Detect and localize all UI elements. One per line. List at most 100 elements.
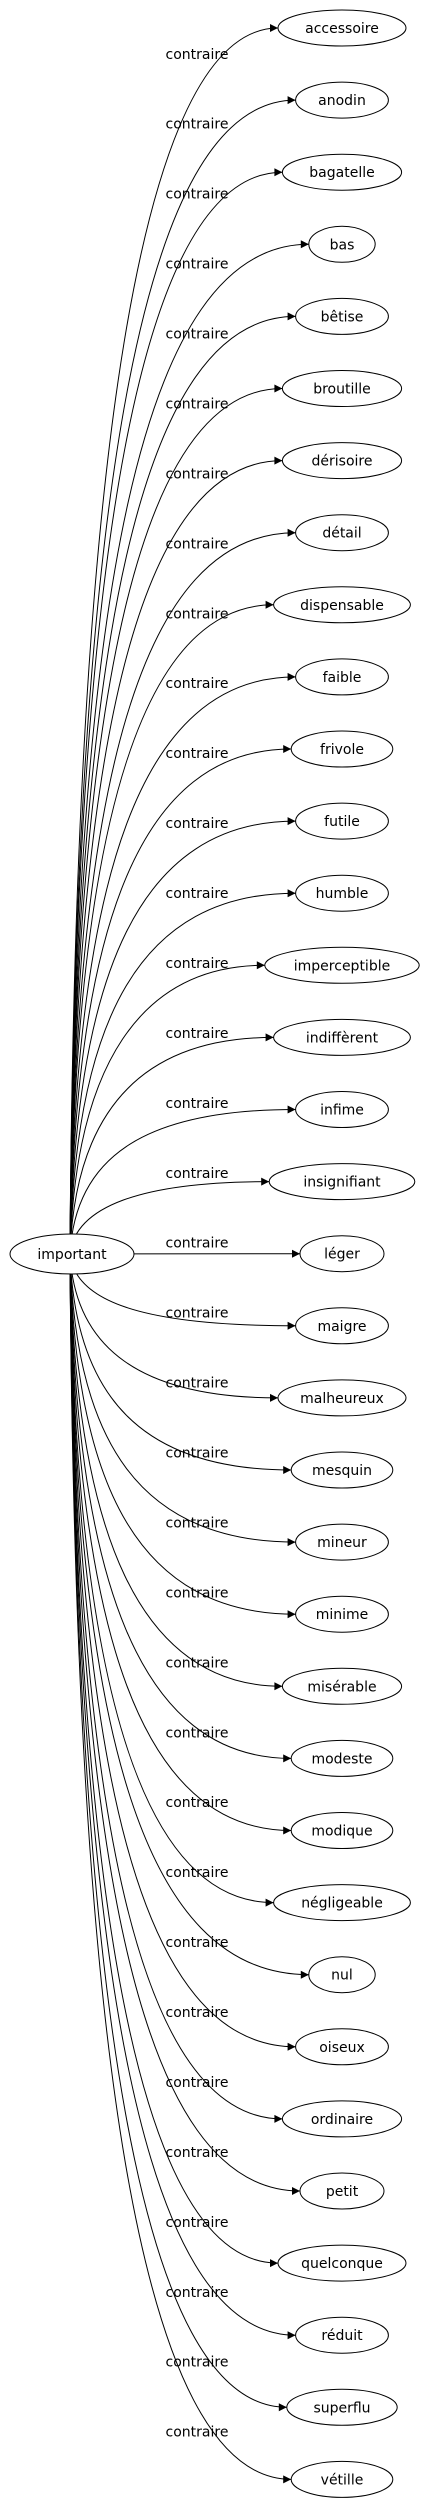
arrowhead-ordinaire	[274, 2114, 283, 2123]
arrowhead-broutille	[274, 384, 283, 393]
edge-futile	[69, 820, 296, 1255]
node-shape-leger	[299, 1235, 385, 1273]
edge-label-negligeable: contraire	[166, 1865, 229, 1881]
node-shape-derisoire	[281, 442, 403, 480]
node-shape-faible	[295, 658, 389, 696]
edge-label-bagatelle: contraire	[166, 187, 229, 203]
node-shape-vetille	[290, 2460, 394, 2498]
node-label-nul: nul	[331, 1968, 353, 1984]
node-anodin: anodin	[295, 81, 389, 119]
arrowhead-quelconque	[270, 2259, 278, 2268]
node-label-detail: détail	[322, 526, 361, 542]
edge-label-quelconque: contraire	[166, 2215, 229, 2231]
edge-label-mineur: contraire	[166, 1515, 229, 1531]
node-infime: infime	[295, 1091, 389, 1128]
edge-bagatelle	[69, 171, 283, 1255]
node-label-malheureux: malheureux	[300, 1391, 384, 1407]
node-shape-mineur	[295, 1523, 389, 1561]
node-label-vetille: vétille	[321, 2472, 364, 2488]
node-label-bagatelle: bagatelle	[309, 165, 374, 181]
edge-label-vetille: contraire	[166, 2425, 229, 2441]
node-shape-indifferent	[273, 1018, 411, 1056]
edge-dispensable	[69, 604, 274, 1255]
node-faible: faible	[295, 658, 389, 696]
arrowhead-frivole	[283, 745, 292, 753]
node-label-leger: léger	[324, 1247, 360, 1263]
edge-label-leger: contraire	[166, 1236, 229, 1252]
node-label-ordinaire: ordinaire	[311, 2112, 373, 2128]
node-label-miserable: misérable	[307, 1679, 376, 1695]
node-shape-superflu	[286, 2388, 398, 2426]
edge-derisoire	[69, 460, 283, 1255]
node-shape-futile	[295, 802, 389, 840]
arrowhead-nul	[300, 1970, 309, 1979]
node-bas: bas	[308, 225, 376, 263]
edge-frivole	[69, 748, 292, 1255]
node-miserable: misérable	[281, 1667, 403, 1705]
node-label-faible: faible	[323, 670, 362, 686]
arrowhead-derisoire	[274, 456, 283, 465]
arrowhead-humble	[287, 889, 296, 898]
arrowhead-imperceptible	[256, 961, 265, 970]
node-shape-detail	[295, 514, 389, 552]
edge-label-insignifiant: contraire	[166, 1166, 229, 1182]
target-nodes: accessoireanodinbagatellebasbêtisebrouti…	[264, 9, 420, 2498]
arrowhead-petit	[292, 2187, 300, 2195]
center-node-shape	[9, 1233, 135, 1275]
node-label-maigre: maigre	[317, 1319, 366, 1335]
edge-label-futile: contraire	[166, 816, 229, 832]
edge-indifferent	[69, 1036, 274, 1255]
node-label-insignifiant: insignifiant	[303, 1175, 381, 1191]
arrowhead-reduit	[287, 2331, 296, 2340]
edge-label-derisoire: contraire	[166, 466, 229, 482]
node-label-infime: infime	[320, 1103, 364, 1119]
arrowhead-faible	[287, 672, 296, 681]
node-indifferent: indiffèrent	[273, 1018, 411, 1056]
edge-label-faible: contraire	[166, 676, 229, 692]
node-bagatelle: bagatelle	[281, 153, 403, 191]
node-label-petit: petit	[326, 2184, 359, 2200]
node-shape-infime	[295, 1091, 389, 1128]
edge-label-anodin: contraire	[166, 117, 229, 133]
arrowhead-dispensable	[265, 600, 274, 609]
edge-label-bas: contraire	[166, 257, 229, 273]
node-shape-accessoire	[277, 9, 407, 47]
edge-label-malheureux: contraire	[166, 1376, 229, 1392]
edge-ordinaire	[69, 1253, 283, 2120]
edge-broutille	[69, 388, 283, 1255]
edge-humble	[69, 892, 296, 1255]
edge-negligeable	[69, 1253, 274, 1904]
node-mesquin: mesquin	[290, 1451, 394, 1489]
node-label-betise: bêtise	[321, 309, 364, 325]
arrowhead-oiseux	[287, 2042, 296, 2051]
arrowhead-insignifiant	[261, 1177, 270, 1186]
node-label-anodin: anodin	[318, 93, 366, 109]
node-reduit: réduit	[295, 2316, 389, 2354]
arrowhead-modique	[283, 1826, 292, 1835]
edge-label-frivole: contraire	[166, 746, 229, 762]
arrowhead-infime	[287, 1105, 296, 1114]
center-node-label: important	[37, 1247, 107, 1263]
node-maigre: maigre	[295, 1307, 389, 1345]
edge-label-indifferent: contraire	[166, 1026, 229, 1042]
edge-quelconque	[69, 1253, 279, 2264]
node-minime: minime	[295, 1595, 389, 1633]
edge-label-superflu: contraire	[166, 2355, 229, 2371]
node-betise: bêtise	[295, 297, 389, 335]
node-shape-bagatelle	[281, 153, 403, 191]
node-label-indifferent: indiffèrent	[306, 1030, 379, 1046]
edge-bas	[69, 243, 309, 1255]
edge-betise	[69, 315, 296, 1255]
node-shape-reduit	[295, 2316, 389, 2354]
node-label-accessoire: accessoire	[305, 21, 379, 37]
node-petit: petit	[299, 2172, 385, 2210]
edge-label-broutille: contraire	[166, 396, 229, 412]
node-dispensable: dispensable	[273, 586, 411, 624]
node-label-minime: minime	[316, 1607, 369, 1623]
edge-label-minime: contraire	[166, 1585, 229, 1601]
edge-modeste	[69, 1253, 292, 1759]
edge-miserable	[69, 1253, 283, 1687]
edge-imperceptible	[69, 964, 265, 1255]
edge-label-modique: contraire	[166, 1795, 229, 1811]
node-label-frivole: frivole	[320, 742, 364, 758]
